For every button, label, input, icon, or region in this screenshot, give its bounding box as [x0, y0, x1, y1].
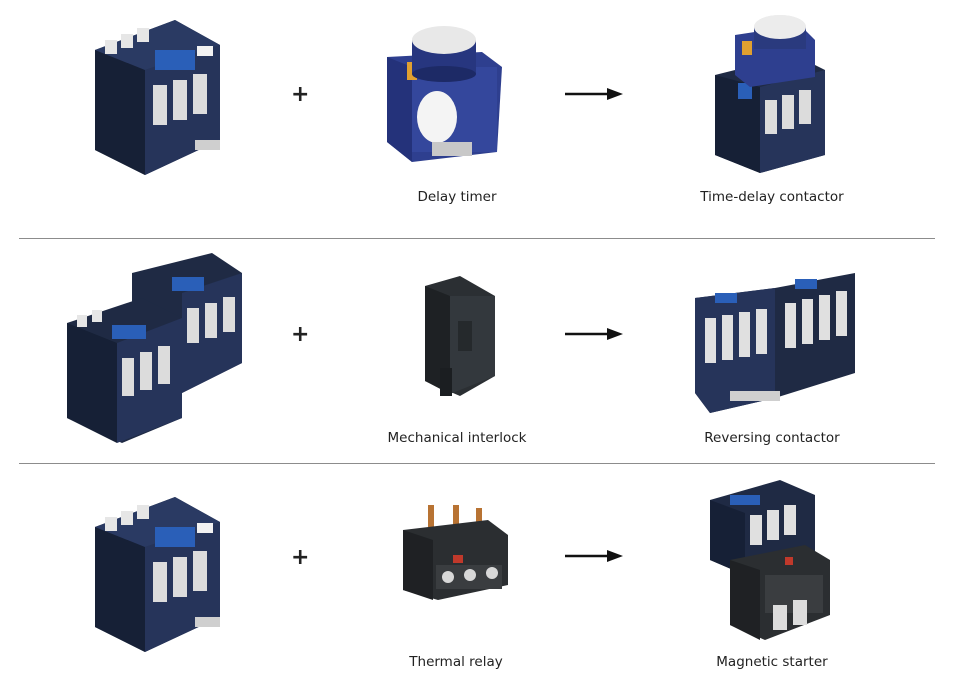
reversing-contactor-image: [690, 263, 860, 418]
section-divider: [19, 238, 935, 239]
contactor-image: [85, 10, 225, 185]
result-caption: Time-delay contactor: [700, 189, 844, 205]
arrow-right-icon: [565, 549, 623, 563]
mechanical-interlock-image: [420, 276, 500, 401]
plus-sign: +: [291, 545, 310, 570]
section-divider: [19, 463, 935, 464]
accessory-caption: Mechanical interlock: [387, 430, 527, 446]
delay-timer-image: [382, 22, 507, 162]
combination-row-interlock: + Mechanical interlock: [0, 238, 954, 468]
combination-row-delay: + Delay timer: [0, 0, 954, 230]
combination-row-thermal: + Thermal relay: [0, 465, 954, 695]
accessory-caption: Delay timer: [417, 189, 497, 205]
result-caption: Magnetic starter: [716, 654, 828, 670]
double-contactor-image: [62, 253, 252, 443]
magnetic-starter-image: [705, 475, 835, 645]
plus-sign: +: [291, 82, 310, 107]
result-caption: Reversing contactor: [704, 430, 840, 446]
arrow-right-icon: [565, 327, 623, 341]
contactor-image: [85, 487, 225, 662]
arrow-right-icon: [565, 87, 623, 101]
thermal-relay-image: [398, 505, 513, 605]
plus-sign: +: [291, 322, 310, 347]
time-delay-contactor-image: [710, 5, 830, 175]
accessory-caption: Thermal relay: [409, 654, 503, 670]
